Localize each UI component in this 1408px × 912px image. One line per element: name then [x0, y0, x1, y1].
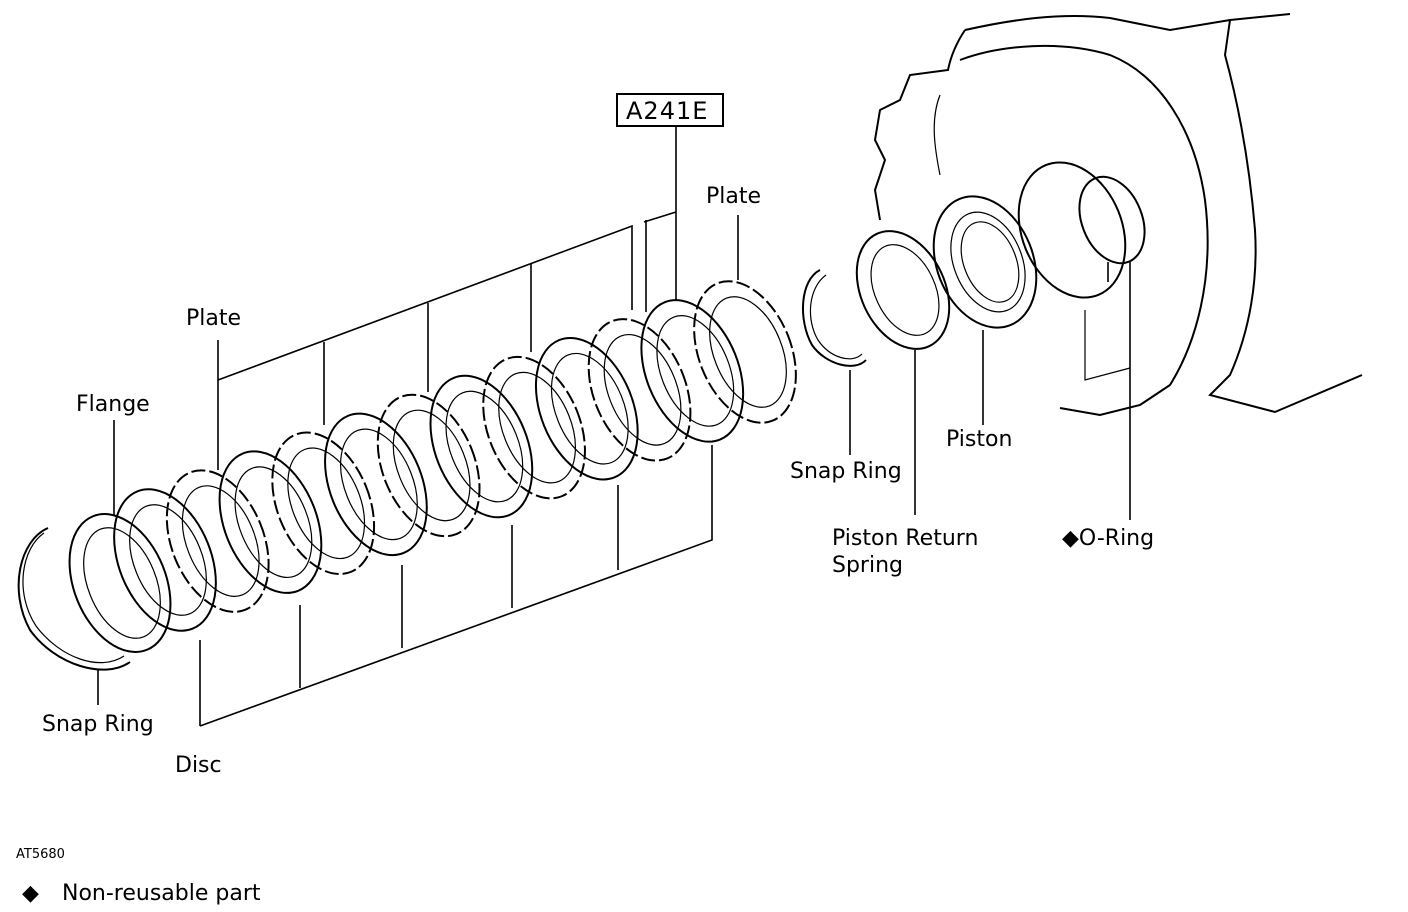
- plate-inner-edge: [287, 447, 366, 560]
- plate-part: [271, 431, 376, 576]
- label-piston: Piston: [946, 427, 1012, 452]
- clutch-pack: [17, 161, 1146, 671]
- figure-code: AT5680: [16, 847, 65, 862]
- snap-ring-right-part: [802, 269, 867, 367]
- o-ring-outer-part: [1017, 161, 1127, 299]
- legend-text: Non-reusable part: [62, 881, 261, 906]
- label-piston-return-spring-2: Spring: [832, 553, 903, 578]
- disc-inner-edge: [234, 466, 313, 579]
- model-label: A241E: [626, 97, 708, 125]
- label-o-ring: ◆O-Ring: [1062, 526, 1154, 551]
- plate-part: [587, 318, 692, 462]
- plate-inner-edge: [498, 371, 576, 484]
- disc-inner-edge: [340, 428, 418, 541]
- disc-inner-edge: [656, 315, 735, 427]
- piston-return-spring-part: [855, 230, 951, 350]
- disc-part: [324, 412, 428, 557]
- snap-ring-left-part: [17, 527, 131, 671]
- o-ring-inner-part: [1078, 175, 1146, 265]
- label-plate-left: Plate: [186, 306, 241, 331]
- label-plate-right: Plate: [706, 184, 761, 209]
- plate-inner-edge: [392, 409, 471, 522]
- disc-inner-edge: [550, 352, 629, 465]
- legend-symbol: ◆: [22, 881, 39, 906]
- disc-part: [113, 488, 217, 632]
- label-snap-ring-left: Snap Ring: [42, 712, 154, 737]
- disc-inner-edge: [129, 504, 207, 616]
- plate-inner-edge: [181, 485, 260, 597]
- disc-part: [640, 299, 745, 443]
- piston-part: [932, 195, 1038, 329]
- label-snap-ring-right: Snap Ring: [790, 459, 902, 484]
- plate-inner-edge: [603, 333, 682, 446]
- leader-lines: [97, 126, 1131, 727]
- transmission-case: [873, 13, 1363, 417]
- plate-part: [376, 393, 481, 538]
- label-disc: Disc: [175, 753, 222, 778]
- disc-inner-edge: [445, 390, 524, 503]
- plate-part: [482, 355, 586, 500]
- plate-inner-edge: [709, 296, 787, 408]
- plate-part: [165, 469, 270, 613]
- plate-part: [693, 280, 797, 424]
- model-box: [616, 93, 724, 127]
- label-piston-return-spring-1: Piston Return: [832, 526, 978, 551]
- disc-part: [429, 374, 534, 519]
- flange-part: [68, 513, 172, 653]
- label-flange: Flange: [76, 392, 150, 417]
- disc-part: [534, 336, 639, 481]
- disc-part: [218, 450, 323, 594]
